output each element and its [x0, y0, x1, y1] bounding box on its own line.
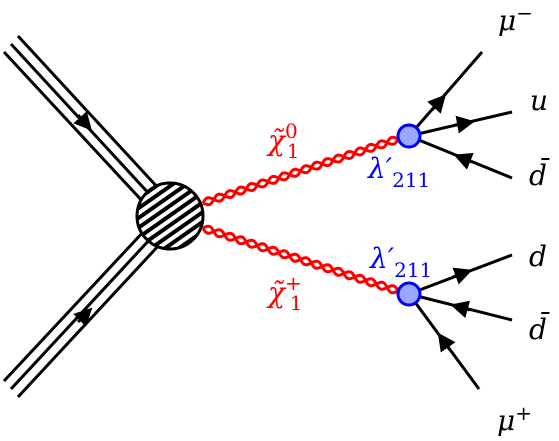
- chargino-label: χ̃+1: [266, 271, 302, 315]
- chargino-line: [201, 224, 400, 295]
- label-mu-plus: μ+: [497, 401, 532, 437]
- label-d: d: [529, 240, 547, 273]
- label-u: u: [530, 84, 548, 117]
- interaction-blob: [135, 181, 205, 251]
- coupling-label-bottom: λ′211: [369, 242, 432, 282]
- incoming-proton-bottom: [2, 228, 162, 399]
- label-mu-minus: μ−: [498, 1, 533, 37]
- coupling-label-top: λ′211: [367, 152, 430, 192]
- label-dbar-bottom: d̄: [529, 311, 551, 346]
- label-dbar-top: d̄: [529, 157, 551, 192]
- rpv-vertex-bottom: [396, 281, 422, 307]
- incoming-proton-top: [2, 34, 162, 206]
- outgoing-top: [407, 51, 513, 180]
- rpv-vertex-top: [396, 123, 422, 149]
- neutralino-line: [201, 135, 400, 207]
- outgoing-bottom: [407, 253, 513, 390]
